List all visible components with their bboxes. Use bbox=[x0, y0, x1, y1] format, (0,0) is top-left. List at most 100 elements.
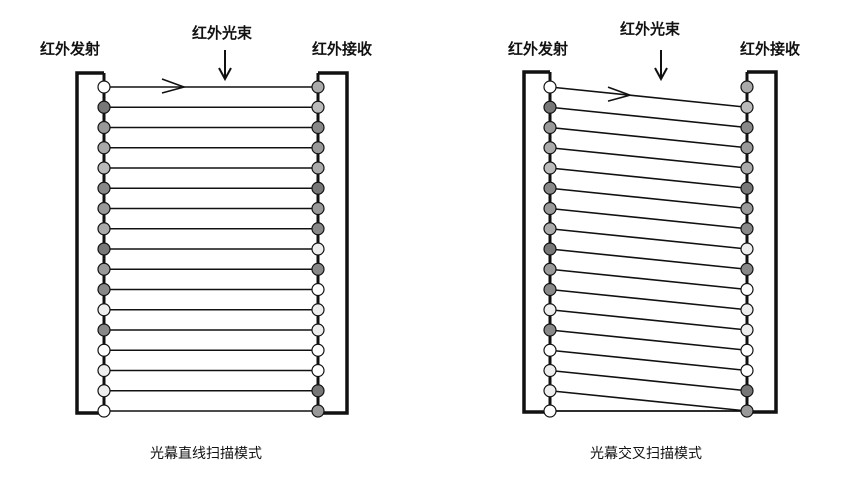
left-emitter-label: 红外发射 bbox=[40, 40, 101, 58]
left-caption: 光幕直线扫描模式 bbox=[150, 446, 262, 462]
right-beam-line bbox=[549, 329, 748, 352]
right-receiver-led bbox=[740, 282, 754, 297]
right-receiver-led bbox=[740, 404, 754, 418]
left-receiver-led bbox=[311, 343, 325, 357]
left-receiver-led bbox=[311, 303, 325, 317]
right-emitter-led bbox=[543, 161, 557, 175]
left-receiver-led bbox=[311, 201, 325, 216]
right-beam-line bbox=[549, 288, 748, 311]
left-receiver-led bbox=[311, 80, 325, 94]
left-receiver-led bbox=[311, 100, 325, 114]
right-receiver-led bbox=[740, 222, 754, 236]
right-emitter-led bbox=[543, 282, 557, 297]
right-emitter-led bbox=[543, 120, 557, 135]
right-receiver-led bbox=[740, 262, 754, 276]
right-emitter-led bbox=[543, 384, 557, 398]
right-beam-line bbox=[549, 268, 748, 291]
right-receiver-led bbox=[740, 120, 754, 135]
right-beam-line bbox=[549, 308, 748, 331]
right-receiver-led bbox=[740, 303, 754, 317]
left-receiver-led bbox=[311, 384, 325, 398]
right-emitter-led bbox=[543, 80, 557, 94]
right-receiver-led bbox=[740, 323, 754, 337]
right-emitter-led bbox=[543, 262, 557, 276]
right-emitter-led bbox=[543, 242, 557, 256]
left-receiver-led bbox=[311, 161, 325, 175]
right-emitter-led bbox=[543, 141, 557, 155]
left-receiver-led bbox=[311, 222, 325, 236]
left-emitter-led bbox=[97, 201, 111, 216]
right-emitter-led bbox=[543, 181, 557, 195]
right-beam-line bbox=[549, 389, 748, 412]
left-receiver-led bbox=[311, 262, 325, 276]
right-receiver-led bbox=[740, 141, 754, 155]
right-beam-line bbox=[549, 146, 748, 169]
left-receiver-label: 红外接收 bbox=[312, 40, 373, 58]
right-receiver-led bbox=[740, 201, 754, 216]
left-emitter-frame bbox=[75, 71, 104, 415]
right-beam-line bbox=[549, 349, 748, 372]
left-emitter-led bbox=[97, 100, 111, 114]
left-emitter-led bbox=[97, 343, 111, 357]
left-emitter-led bbox=[97, 323, 111, 337]
right-beam-line bbox=[549, 126, 748, 149]
right-emitter-label: 红外发射 bbox=[508, 40, 569, 58]
left-receiver-led bbox=[311, 363, 325, 378]
right-beam-line bbox=[549, 167, 748, 190]
left-emitter-led bbox=[97, 384, 111, 398]
right-beam-line bbox=[549, 227, 748, 250]
right-emitter-led bbox=[543, 343, 557, 357]
right-beam-label: 红外光束 bbox=[620, 20, 681, 38]
right-beam-line bbox=[549, 369, 748, 392]
right-emitter-led bbox=[543, 323, 557, 337]
right-receiver-label: 红外接收 bbox=[740, 40, 801, 58]
right-emitter-led bbox=[543, 404, 557, 418]
left-direction-arrow-icon bbox=[161, 78, 187, 94]
left-emitter-led bbox=[97, 363, 111, 378]
left-emitter-led bbox=[97, 161, 111, 175]
right-receiver-led bbox=[740, 161, 754, 175]
right-beam-line bbox=[549, 207, 748, 230]
right-beam-line bbox=[549, 248, 748, 271]
left-emitter-led bbox=[97, 120, 111, 135]
right-emitter-led bbox=[543, 303, 557, 317]
right-receiver-led bbox=[740, 384, 754, 398]
left-receiver-led bbox=[311, 181, 325, 195]
left-emitter-led bbox=[97, 404, 111, 418]
left-emitter-led bbox=[97, 303, 111, 317]
left-emitter-led bbox=[97, 262, 111, 276]
right-receiver-led bbox=[740, 80, 754, 94]
right-beam-pointer-arrowhead-icon bbox=[654, 67, 668, 82]
right-emitter-led bbox=[543, 363, 557, 378]
right-beam-line bbox=[549, 106, 748, 129]
left-receiver-frame bbox=[318, 71, 349, 415]
right-emitter-led bbox=[543, 222, 557, 236]
right-emitter-led bbox=[543, 100, 557, 114]
right-beam-line bbox=[549, 86, 748, 109]
left-emitter-led bbox=[97, 141, 111, 155]
left-beam-label: 红外光束 bbox=[192, 24, 253, 42]
right-direction-arrow-icon bbox=[607, 86, 633, 102]
left-receiver-led bbox=[311, 141, 325, 155]
left-receiver-led bbox=[311, 323, 325, 337]
left-receiver-led bbox=[311, 404, 325, 418]
right-receiver-led bbox=[740, 363, 754, 378]
right-receiver-led bbox=[740, 100, 754, 114]
right-caption: 光幕交叉扫描模式 bbox=[590, 446, 702, 462]
left-emitter-led bbox=[97, 80, 111, 94]
right-emitter-frame bbox=[522, 70, 550, 414]
right-receiver-led bbox=[740, 242, 754, 256]
left-emitter-led bbox=[97, 242, 111, 256]
right-beam-line bbox=[549, 187, 748, 210]
left-receiver-led bbox=[311, 242, 325, 256]
right-receiver-frame bbox=[747, 70, 778, 414]
right-emitter-led bbox=[543, 201, 557, 216]
left-emitter-led bbox=[97, 222, 111, 236]
right-receiver-led bbox=[740, 343, 754, 357]
left-receiver-led bbox=[311, 282, 325, 297]
left-emitter-led bbox=[97, 181, 111, 195]
left-beam-pointer-arrowhead-icon bbox=[218, 67, 232, 82]
left-receiver-led bbox=[311, 120, 325, 135]
right-receiver-led bbox=[740, 181, 754, 195]
